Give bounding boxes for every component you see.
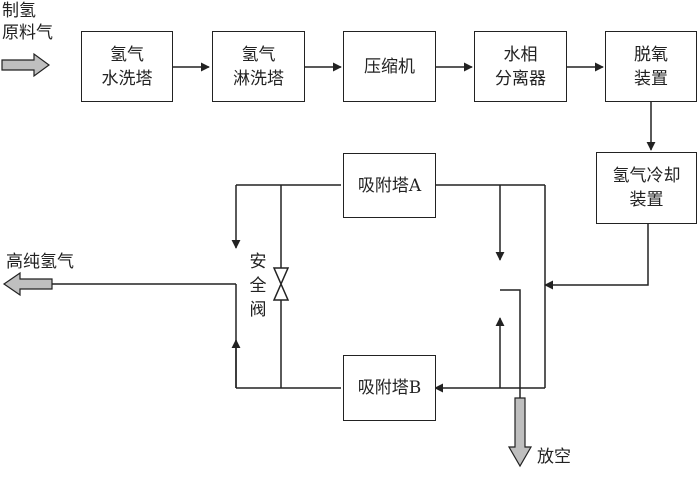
vent-line <box>500 289 521 398</box>
vent-arrow <box>507 397 533 468</box>
vent-label: 放空 <box>537 447 571 467</box>
feed-gas-arrow <box>1 52 51 78</box>
compressor-box: 压缩机 <box>343 31 436 102</box>
safety-valve-symbol <box>272 267 290 301</box>
flow-line-cooling-to-manifold <box>544 224 649 290</box>
feed-gas-label: 制氢 原料气 <box>2 1 53 43</box>
adsorption-tower-b-box: 吸附塔B <box>343 355 436 421</box>
water-separator-box: 水相 分离器 <box>474 31 567 102</box>
adsorption-tower-a-box: 吸附塔A <box>343 153 436 218</box>
product-gas-arrow <box>2 271 53 297</box>
deoxygenation-unit-box: 脱氧 装置 <box>605 31 697 102</box>
spray-wash-tower-box: 氢气 淋洗塔 <box>212 31 305 102</box>
water-wash-tower-box: 氢气 水洗塔 <box>81 31 173 102</box>
cooling-unit-box: 氢气冷却 装置 <box>596 152 697 224</box>
product-gas-label: 高纯氢气 <box>6 252 74 272</box>
safety-valve-label: 安全阀 <box>249 252 267 320</box>
